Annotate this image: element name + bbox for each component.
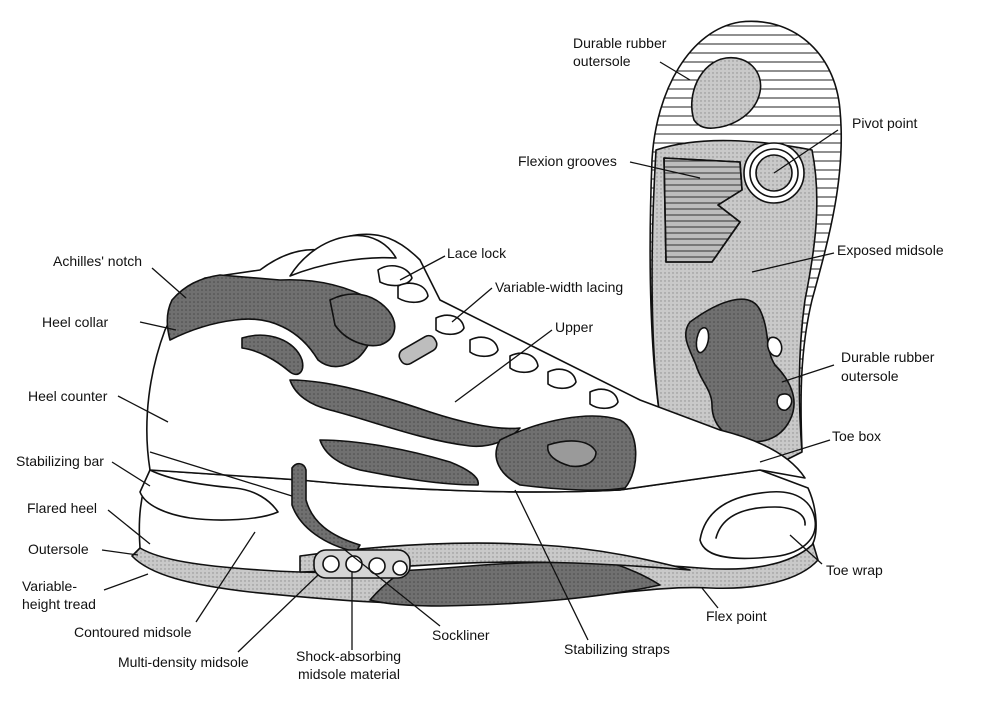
label-outersole: Outersole xyxy=(28,541,89,557)
label-multi-density-midsole: Multi-density midsole xyxy=(118,654,249,670)
label-flared-heel: Flared heel xyxy=(27,500,97,516)
lace-lock-clip xyxy=(398,334,438,366)
label-heel-collar: Heel collar xyxy=(42,314,108,330)
tongue xyxy=(289,234,397,277)
label-stabilizing-straps: Stabilizing straps xyxy=(564,641,670,657)
label-exposed-midsole: Exposed midsole xyxy=(837,242,944,258)
stabilizing-bar xyxy=(291,462,361,553)
label-variable-width-lacing: Variable-width lacing xyxy=(495,279,623,295)
label-variable-height-tread: Variable- height tread xyxy=(22,578,96,612)
label-durable-rubber-outersole-side: Durable rubber outersole xyxy=(841,349,938,384)
label-durable-rubber-outersole-top: Durable rubber outersole xyxy=(573,35,670,69)
leader-lines xyxy=(101,61,839,653)
heel-collar-panel xyxy=(166,274,376,368)
forefoot-rubber-pad xyxy=(690,56,762,129)
callout-labels: Durable rubber outersole Pivot point Fle… xyxy=(16,35,944,682)
label-shock-absorbing-midsole-material: Shock-absorbing midsole material xyxy=(296,648,405,682)
label-flexion-grooves: Flexion grooves xyxy=(518,153,617,169)
label-heel-counter: Heel counter xyxy=(28,388,108,404)
label-lace-lock: Lace lock xyxy=(447,245,507,261)
label-toe-box: Toe box xyxy=(832,428,881,444)
lacing-panel xyxy=(329,293,396,347)
label-contoured-midsole: Contoured midsole xyxy=(74,624,192,640)
heel-counter-shape xyxy=(241,334,304,376)
label-sockliner: Sockliner xyxy=(432,627,490,643)
label-achilles-notch: Achilles' notch xyxy=(53,253,142,269)
flared-heel-shape xyxy=(139,469,279,521)
lace-eyelets xyxy=(377,265,619,410)
label-stabilizing-bar: Stabilizing bar xyxy=(16,453,104,469)
outsole-bottom-view xyxy=(649,20,843,469)
label-pivot-point: Pivot point xyxy=(852,115,917,131)
label-toe-wrap: Toe wrap xyxy=(826,562,883,578)
heel-rubber-patch xyxy=(685,298,795,443)
stabilizing-strap-band-2 xyxy=(319,439,479,486)
label-upper: Upper xyxy=(555,319,593,335)
label-flex-point: Flex point xyxy=(706,608,767,624)
